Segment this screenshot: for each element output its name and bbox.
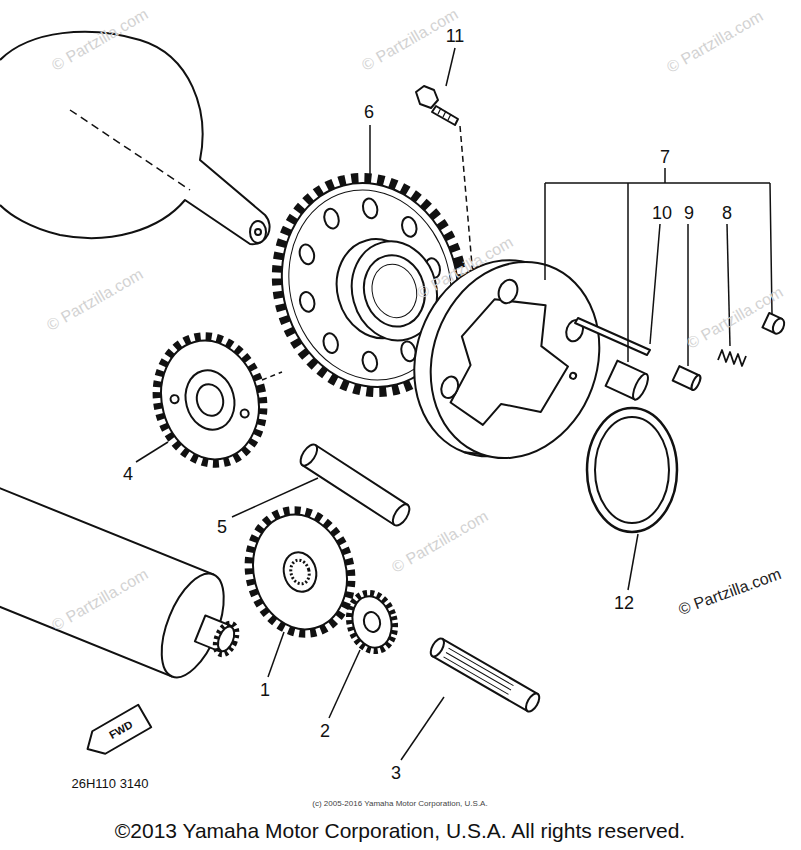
idle-gear	[236, 499, 365, 645]
copyright-note: (c) 2005-2016 Yamaha Motor Corporation, …	[312, 800, 487, 808]
small-gear	[343, 588, 401, 655]
splined-shaft	[428, 636, 542, 713]
watermark: © Partzilla.com	[684, 284, 785, 352]
copyright-line: ©2013 Yamaha Motor Corporation, U.S.A. A…	[115, 820, 685, 841]
washer	[587, 408, 677, 532]
crankshaft	[0, 32, 270, 244]
forward-arrow	[81, 705, 151, 761]
watermark: © Partzilla.com	[677, 566, 784, 618]
diagram-code: 26H110 3140	[71, 777, 148, 790]
idle-gear	[143, 325, 277, 476]
shaft	[297, 442, 412, 529]
starter-motor	[0, 485, 255, 694]
watermark: © Partzilla.com	[414, 234, 515, 302]
callout-number: 4	[123, 465, 133, 483]
watermark: © Partzilla.com	[664, 8, 765, 76]
callout-number: 6	[364, 103, 374, 121]
leader-lines	[136, 48, 772, 760]
watermark: © Partzilla.com	[359, 6, 460, 74]
watermark: © Partzilla.com	[49, 566, 150, 634]
watermark: © Partzilla.com	[49, 6, 150, 74]
callout-number: 5	[217, 518, 227, 536]
callout-number: 8	[722, 204, 732, 222]
callout-number: 1	[260, 681, 270, 699]
watermark: © Partzilla.com	[389, 508, 490, 576]
callout-number: 3	[391, 764, 401, 782]
callout-number: 2	[320, 722, 330, 740]
callout-number: 7	[660, 148, 670, 166]
callout-number: 9	[684, 204, 694, 222]
direction-label: FWD	[107, 719, 134, 741]
watermark: © Partzilla.com	[44, 266, 145, 334]
roller-parts	[575, 313, 786, 402]
callout-number: 11	[446, 27, 465, 45]
callout-number: 12	[614, 594, 634, 612]
callout-number: 10	[652, 204, 672, 222]
